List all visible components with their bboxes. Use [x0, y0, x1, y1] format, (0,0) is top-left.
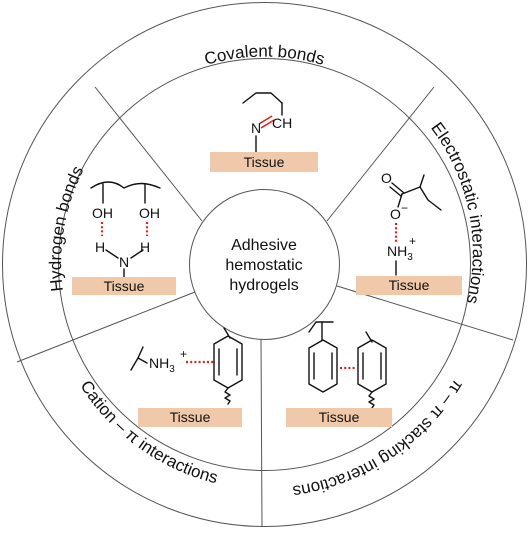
cation-tissue-link — [224, 387, 231, 405]
electrostatic-side-chain — [419, 174, 425, 188]
hydrogen-oh2: OH — [139, 205, 160, 221]
imine-double-bond-2 — [260, 119, 275, 129]
hydrogen-bond-structure: OH OH H H N Tissue — [72, 181, 176, 295]
electrostatic-backbone — [401, 186, 442, 211]
cation-nh3: NH3 — [149, 355, 175, 375]
electrostatic-plus-sign: + — [409, 234, 416, 248]
center-circle — [189, 189, 340, 340]
hydrogen-n: N — [119, 254, 129, 270]
hydrogen-nh-bond-1 — [105, 249, 119, 259]
tissue-label-electrostatic: Tissue — [389, 277, 430, 293]
imine-double-bond-1 — [258, 115, 273, 125]
pi-stack-ring-lower — [357, 339, 387, 393]
tissue-label-pi-pi: Tissue — [319, 409, 360, 425]
spoke-top-right — [326, 86, 435, 222]
electrostatic-nh3: NH3 — [387, 243, 413, 263]
covalent-ch-label: CH — [272, 115, 292, 131]
cation-pi-structure: NH3 + Tissue — [130, 327, 243, 427]
pi-stack-ring-upper — [308, 339, 338, 393]
spoke-left — [16, 291, 196, 363]
hydrogen-h1: H — [95, 239, 105, 255]
hydrogen-nh-bond-2 — [130, 249, 144, 259]
pi-pi-stacking-structure: Tissue — [286, 321, 392, 427]
label-pi-pi-stacking: π – π stacking interactions — [291, 377, 467, 501]
center-title-line3: hydrogels — [229, 277, 298, 294]
electrostatic-carbonyl-o: O — [381, 170, 392, 186]
tissue-bar-electrostatic — [356, 276, 462, 295]
hydrogen-h2: H — [140, 239, 150, 255]
center-title-line1: Adhesive — [231, 237, 297, 254]
tissue-bar-pi-pi — [286, 408, 392, 427]
center-title-line2: hemostatic — [225, 257, 302, 274]
tissue-bar-covalent — [210, 152, 318, 172]
tissue-label-hydrogen: Tissue — [104, 278, 145, 294]
electrostatic-o-minus: O — [390, 206, 401, 222]
electrostatic-minus-sign: − — [401, 201, 408, 215]
covalent-n-label: N — [251, 120, 261, 136]
hydrogen-backbone — [90, 181, 161, 189]
carbonyl-double-2 — [389, 186, 402, 197]
tissue-bar-hydrogen — [72, 277, 176, 295]
carboxylate-bond — [397, 193, 403, 208]
cation-benzene-ring — [213, 335, 243, 389]
pi-stack-backbone — [308, 321, 334, 333]
tissue-bar-cation — [138, 408, 242, 427]
covalent-backbone — [242, 92, 283, 104]
cation-plus-sign: + — [180, 347, 187, 361]
cation-methyl — [137, 346, 144, 359]
hydrogen-oh1: OH — [92, 205, 113, 221]
inner-ring — [58, 58, 471, 471]
outer-ring — [2, 2, 527, 527]
cation-alkyl-chain — [130, 357, 148, 371]
covalent-bond-structure: N CH Tissue — [210, 92, 318, 172]
pi-stack-tissue-link — [368, 391, 375, 409]
spoke-bottom — [260, 338, 263, 528]
carbonyl-double-1 — [391, 182, 405, 194]
label-covalent-bonds: Covalent bonds — [202, 41, 327, 68]
spoke-top-left — [94, 86, 203, 222]
label-hydrogen-bonds: Hydrogen bonds — [46, 163, 87, 293]
electrostatic-structure: O O − NH3 + Tissue — [356, 170, 462, 295]
tissue-label-cation: Tissue — [170, 409, 211, 425]
label-cation-pi: Cation – π interactions — [77, 377, 220, 487]
tissue-label-covalent: Tissue — [244, 154, 285, 170]
